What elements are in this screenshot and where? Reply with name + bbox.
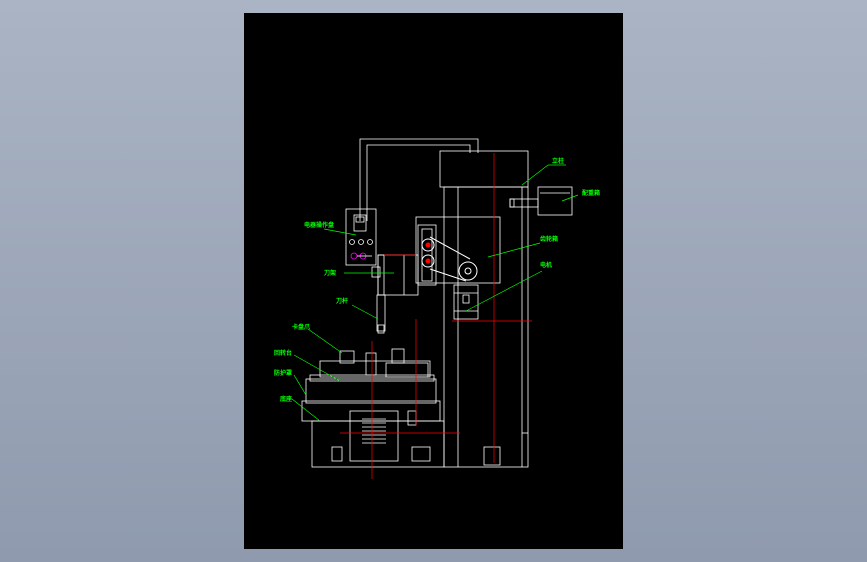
drawing-sheet: 立柱 配重箱 齿轮箱 电机 电器操作盘 刀架 刀杆 卡盘爪 回转台 防护罩 底座 xyxy=(244,13,623,549)
label-tool-holder: 刀架 xyxy=(324,269,336,277)
column-body xyxy=(443,186,529,468)
column-head xyxy=(439,150,529,188)
label-column: 立柱 xyxy=(552,157,564,165)
label-guard: 防护罩 xyxy=(274,369,292,377)
cable-frame-inner xyxy=(366,144,471,221)
motor xyxy=(453,284,479,320)
label-control-panel: 电器操作盘 xyxy=(304,221,334,229)
control-panel xyxy=(345,208,377,266)
centerlines xyxy=(340,153,532,479)
label-tool-bar: 刀杆 xyxy=(336,297,348,305)
machine-drawing: 立柱 配重箱 齿轮箱 电机 电器操作盘 刀架 刀杆 卡盘爪 回转台 防护罩 底座 xyxy=(274,138,600,479)
leader-lines xyxy=(291,164,579,422)
tool-bar xyxy=(376,294,386,332)
label-motor: 电机 xyxy=(540,261,552,269)
spring xyxy=(362,418,386,444)
chuck xyxy=(339,350,355,364)
gearbox-housing xyxy=(415,216,501,284)
cable-frame xyxy=(359,138,479,221)
guard xyxy=(305,378,437,404)
counterweight-box xyxy=(537,186,573,216)
label-rotary-table: 回转台 xyxy=(274,349,292,357)
label-base: 底座 xyxy=(280,395,292,403)
label-chuck: 卡盘爪 xyxy=(292,323,311,331)
label-gearbox: 齿轮箱 xyxy=(540,235,558,243)
rotary-table xyxy=(319,360,431,378)
gear-belt xyxy=(421,236,478,282)
label-counterweight: 配重箱 xyxy=(582,189,600,197)
